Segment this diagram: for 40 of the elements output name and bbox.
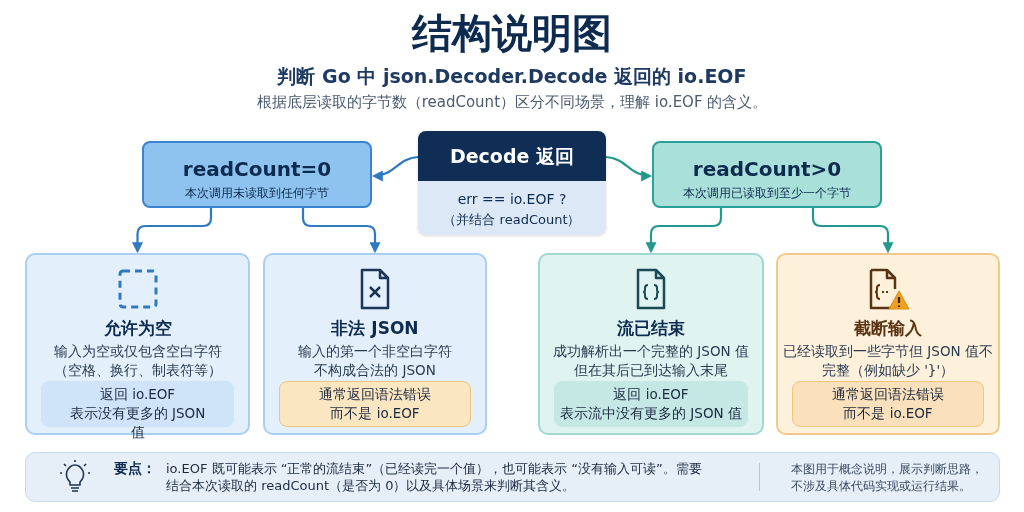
title: 结构说明图 [410, 9, 613, 58]
result-note [279, 381, 471, 427]
arrow [605, 155, 653, 181]
card-text: 输入的第一个非空白字符不构成合法的 JSON [297, 342, 453, 380]
box-heading: readCount=0 [181, 157, 333, 181]
scenario-card [538, 253, 764, 435]
arrow [301, 208, 381, 254]
note-text: 返回 io.EOF 表示流中没有更多的 JSON 值 [559, 385, 743, 423]
result-note [792, 381, 984, 427]
arrow [132, 208, 213, 254]
arrow [811, 208, 894, 254]
box-heading: Decode 返回 [448, 144, 576, 169]
card-heading: 允许为空 [102, 317, 173, 340]
note-text: 通常返回语法错误而不是 io.EOF [831, 385, 945, 423]
box-text: 本次调用已读取到至少一个字节 [682, 185, 852, 202]
arrow [645, 208, 723, 254]
note-text: io.EOF 既可能表示 “正常的流结束”（已经读完一个值），也可能表示 “没有输入可读”。需要结合本次读取的 readCount（是否为 0）以及具体场景来判断其含义。 [166, 460, 703, 494]
subtitle: 判断 Go 中 json.Decoder.Decode 返回的 io.EOF [276, 64, 748, 89]
decision-box [418, 131, 606, 235]
card-text: 成功解析出一个完整的 JSON 值但在其后已到达输入末尾 [552, 342, 750, 380]
note-panel [25, 452, 1000, 502]
arrow [371, 155, 419, 181]
note-text: 通常返回语法错误而不是 io.EOF [318, 385, 432, 423]
note-label: 要点： [114, 460, 156, 478]
card-text: 已经读取到一些字节但 JSON 值不完整（例如缺少 '}'） [782, 342, 994, 380]
state-box [652, 141, 882, 208]
box-heading: readCount>0 [691, 157, 843, 181]
note-text: 返回 io.EOF 表示没有更多的 JSON 值 [68, 385, 207, 442]
card-heading: 截断输入 [853, 317, 923, 340]
scenario-card [263, 253, 487, 435]
description: 根据底层读取的字节数（readCount）区分不同场景，理解 io.EOF 的含义。 [255, 93, 769, 112]
card-heading: 流已结束 [616, 317, 686, 340]
box-text: 本次调用未读取到任何字节 [184, 185, 330, 202]
box-text: err == io.EOF ? [456, 191, 568, 207]
box-text: （并结合 readCount） [442, 211, 582, 229]
card-text: 输入为空或仅包含空白字符（空格、换行、制表符等） [52, 342, 223, 380]
state-box [142, 141, 372, 208]
scenario-card [776, 253, 1000, 435]
card-heading: 非法 JSON [330, 317, 420, 340]
side-note: 本图用于概念说明，展示判断思路，不涉及具体代码实现或运行结果。 [791, 461, 984, 495]
